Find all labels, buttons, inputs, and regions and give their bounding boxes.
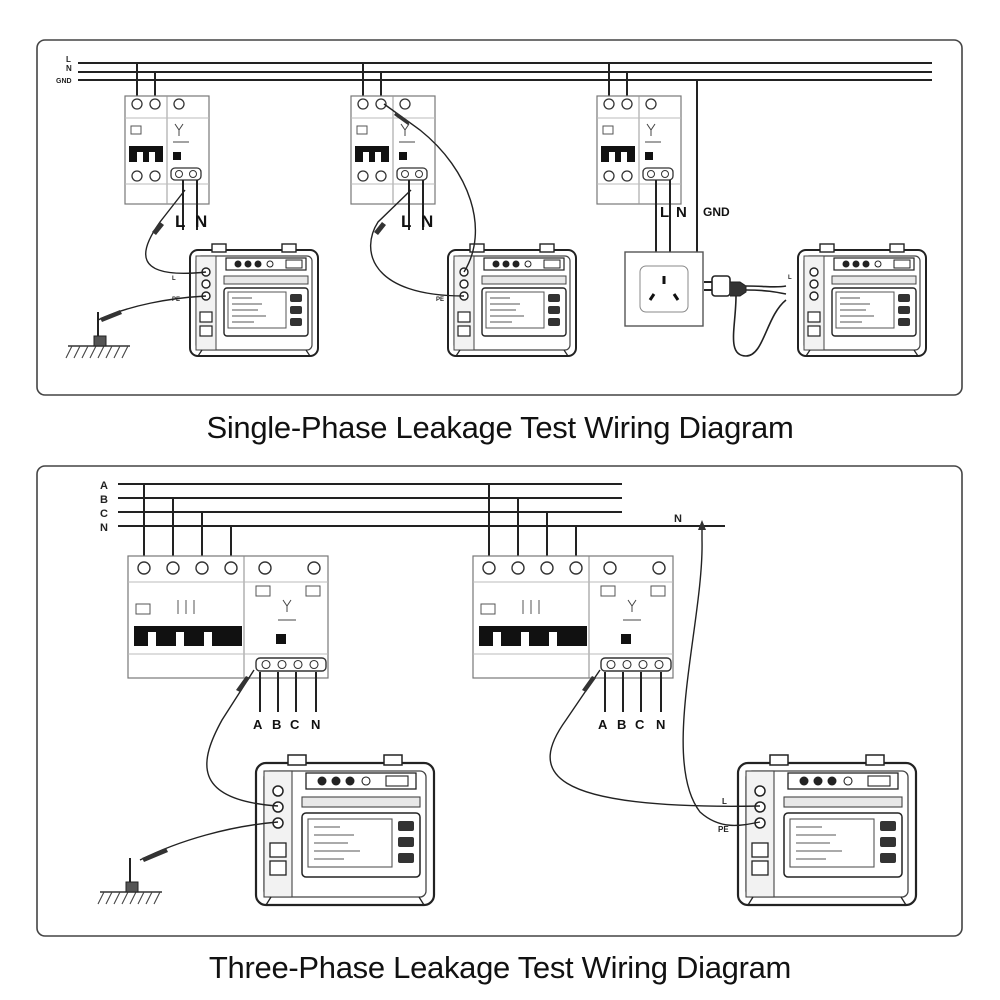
terminal-n-2: N (656, 717, 665, 732)
terminal-label-l-2: L (401, 212, 411, 231)
terminal-a-2: A (598, 717, 608, 732)
terminal-label-l-1: L (175, 212, 185, 231)
bus-label-n: N (100, 522, 108, 534)
bus-label-a: A (100, 480, 108, 492)
lead-label-3p-l: L (722, 797, 727, 806)
lead-l-2 (370, 189, 465, 297)
lead-3p-l-1 (206, 669, 279, 807)
bus-label-gnd: GND (56, 78, 72, 85)
bus-label-n: N (66, 64, 72, 73)
lead-label-l-1: L (172, 276, 176, 282)
tester-3 (797, 243, 927, 357)
bus-label-l: L (66, 55, 71, 64)
lead-label-l-3: L (788, 275, 792, 281)
lead-label-pe-1: PE (172, 297, 180, 303)
terminal-label-l-3: L (660, 204, 669, 221)
bus-label-c: C (100, 508, 108, 520)
terminal-n-1: N (311, 717, 320, 732)
terminal-label-n-2: N (421, 212, 433, 231)
terminal-c-2: C (635, 717, 645, 732)
breaker-3p-1 (127, 555, 329, 679)
tester-3p-2 (736, 753, 918, 907)
gnd-label: GND (703, 205, 730, 219)
single-phase-title: Single-Phase Leakage Test Wiring Diagram (206, 410, 794, 445)
lead-3p-pe-2 (682, 526, 761, 827)
breaker-3 (596, 95, 682, 205)
lead-pe-2 (383, 103, 477, 273)
terminal-label-n-3: N (676, 204, 687, 221)
breaker-3p-2 (472, 555, 674, 679)
terminal-b-2: B (617, 717, 626, 732)
lead-label-pe-2: PE (436, 297, 444, 303)
terminal-b-1: B (272, 717, 281, 732)
tester-1 (189, 243, 319, 357)
lead-label-3p-pe: PE (718, 825, 729, 834)
three-phase-title: Three-Phase Leakage Test Wiring Diagram (208, 950, 792, 985)
tester-3p-1 (254, 753, 436, 907)
terminal-a-1: A (253, 717, 263, 732)
terminal-label-n-1: N (195, 212, 207, 231)
lead-3p-l-2 (549, 669, 761, 807)
terminal-c-1: C (290, 717, 300, 732)
n-tap-label: N (674, 513, 682, 525)
bus-label-b: B (100, 494, 108, 506)
three-phase-panel: A B C N N A B C N A B C N (36, 465, 963, 937)
tester-2 (447, 243, 577, 357)
single-phase-panel: L N GND L N L N L N GND (36, 39, 963, 396)
test-plug (704, 275, 787, 357)
